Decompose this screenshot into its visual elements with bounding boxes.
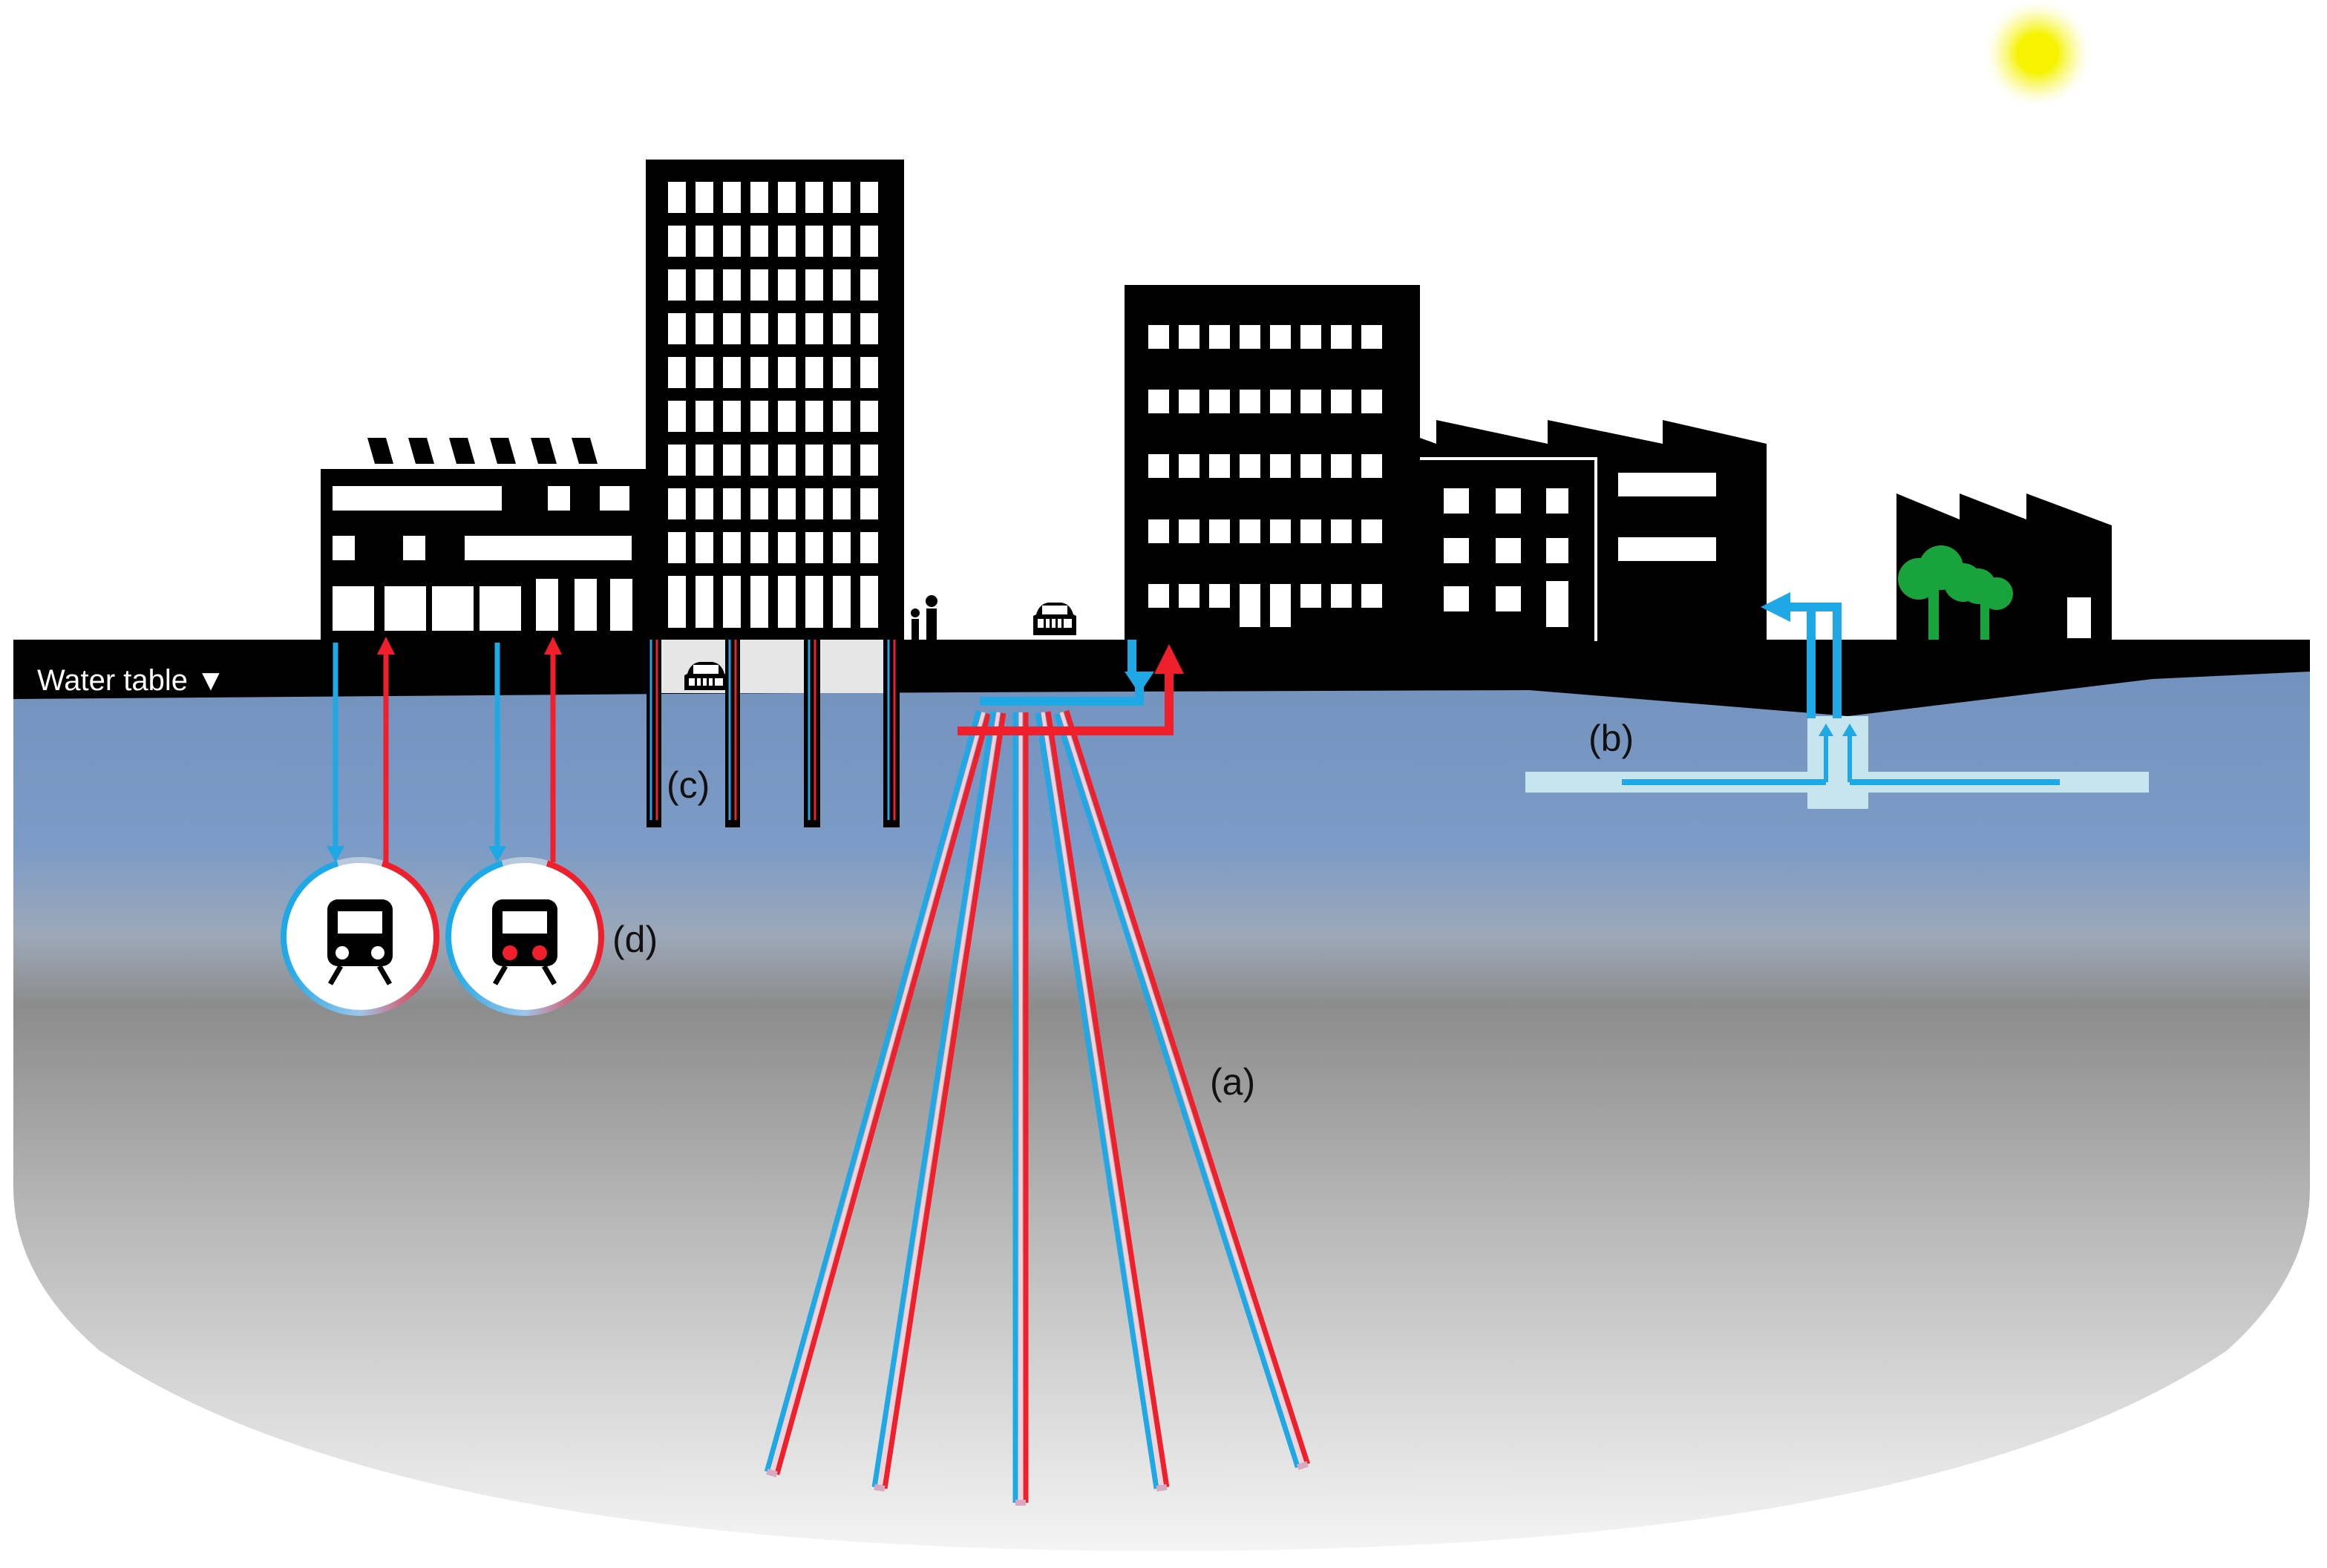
solar-panels — [367, 438, 598, 464]
car-icon — [1033, 603, 1076, 635]
energy-piles — [647, 638, 900, 827]
office-building — [1125, 285, 1420, 641]
borehole-manifold — [958, 640, 1184, 735]
person-icon — [911, 595, 937, 640]
borehole-heat-exchangers — [764, 709, 1310, 1506]
factory-building — [1420, 420, 1767, 641]
subsurface — [13, 672, 2310, 1551]
groundwater-well-system — [1525, 592, 2149, 809]
small-factory — [1896, 493, 2112, 641]
building-solar-roof — [321, 438, 646, 641]
label-d: (d) — [612, 919, 658, 960]
tall-tower — [646, 160, 904, 693]
label-b: (b) — [1588, 718, 1634, 759]
sun-icon — [1982, 0, 2093, 109]
label-c: (c) — [667, 764, 710, 806]
label-a: (a) — [1210, 1061, 1255, 1103]
ground-surface — [13, 640, 2310, 716]
water-table-label: Water table ▼ — [37, 664, 226, 697]
car-icon — [684, 662, 727, 690]
train-icon — [327, 888, 393, 985]
tunnel-ground-loops — [281, 637, 604, 1016]
tree-icon — [1898, 545, 2013, 640]
train-icon — [492, 888, 557, 985]
